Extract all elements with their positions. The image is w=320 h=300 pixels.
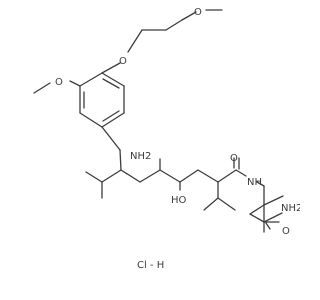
aryl-methoxy-o-label: O: [55, 77, 63, 88]
bond-lines: [33, 9, 284, 233]
atom-labels: O O O NH2 HO O NH NH2 O Cl - H: [55, 7, 300, 271]
amide-o-label: O: [230, 153, 238, 164]
terminal-nh2-label: NH2: [281, 203, 300, 214]
salt-label: Cl - H: [137, 260, 164, 271]
terminal-o-label: O: [282, 226, 290, 237]
amine-nh2-label: NH2: [130, 151, 151, 162]
propoxy-o-label: O: [119, 56, 127, 67]
chemical-structure-diagram: O O O NH2 HO O NH NH2 O Cl - H: [33, 7, 300, 271]
hydroxyl-ho-label: HO: [171, 195, 187, 206]
methoxy-ether-o-label: O: [194, 7, 202, 18]
amide-nh-label: NH: [247, 177, 262, 188]
